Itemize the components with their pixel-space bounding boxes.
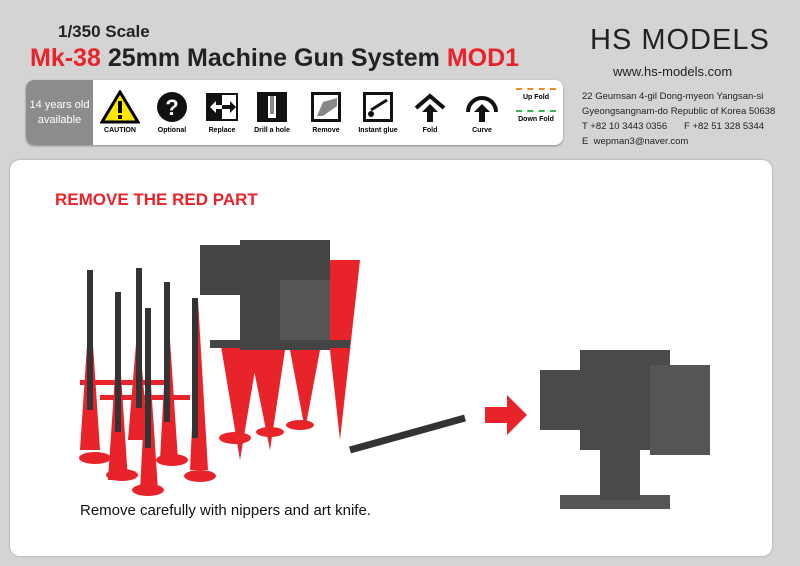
email-label: E [582, 136, 589, 147]
up-fold-label: Up Fold [522, 94, 550, 101]
caution-icon [100, 90, 140, 124]
drill-symbol: Drill a hole [242, 90, 302, 134]
drill-icon [257, 92, 287, 122]
glue-label: Instant glue [358, 127, 398, 134]
sprue-barrels [87, 268, 198, 448]
replace-icon [206, 93, 238, 121]
assembly-illustration [79, 240, 710, 509]
remove-label: Remove [312, 127, 340, 134]
fold-symbol: Fold [400, 90, 460, 134]
fold-label: Fold [422, 127, 438, 134]
optional-label: Optional [157, 127, 187, 134]
curve-label: Curve [472, 127, 492, 134]
curve-icon [466, 96, 498, 122]
address-line-2: Gyeongsangnam-do Republic of Korea 50638 [582, 106, 776, 117]
caution-symbol: CAUTION [90, 90, 150, 134]
step-caption: Remove carefully with nippers and art kn… [80, 502, 371, 519]
fold-icon [414, 93, 446, 122]
glue-symbol: Instant glue [348, 90, 408, 134]
scale-label: 1/350 Scale [58, 22, 150, 41]
knife-icon [311, 92, 341, 122]
fax: F +82 51 328 5344 [684, 121, 765, 132]
down-fold-label: Down Fold [518, 116, 554, 123]
email[interactable]: wepman3@naver.com [593, 136, 689, 147]
step-heading: REMOVE THE RED PART [55, 190, 258, 209]
age-line2: available [37, 113, 82, 126]
product-title: Mk-38 25mm Machine Gun System MOD1 [30, 44, 519, 73]
phone: T +82 10 3443 0356 [582, 121, 668, 132]
remove-symbol: Remove [296, 90, 356, 134]
brand-logo: HS MODELS [590, 24, 770, 56]
title-suffix: MOD1 [446, 44, 520, 72]
curve-symbol: Curve [452, 90, 512, 134]
address-line-1: 22 Geumsan 4-gil Dong-myeon Yangsan-si [582, 91, 764, 102]
email-line: E wepman3@naver.com [582, 136, 688, 147]
title-main: 25mm Machine Gun System [100, 44, 447, 72]
fold-lines-key: Up Fold Down Fold [512, 88, 560, 123]
replace-label: Replace [208, 127, 236, 134]
age-line1: 14 years old [29, 98, 90, 111]
title-prefix: Mk-38 [30, 44, 101, 72]
question-icon: ? [157, 92, 187, 122]
loose-barrel [349, 414, 466, 454]
down-fold-line [516, 110, 556, 112]
glue-icon [363, 92, 393, 122]
drill-label: Drill a hole [254, 127, 290, 134]
up-fold-line [516, 88, 556, 90]
svg-text:?: ? [165, 95, 178, 120]
gun-mount-on-sprue [200, 240, 350, 350]
replace-symbol: Replace [192, 90, 252, 134]
brand-url[interactable]: www.hs-models.com [613, 64, 733, 79]
finished-gun-mount [540, 350, 710, 509]
optional-symbol: ? Optional [142, 90, 202, 134]
caution-label: CAUTION [104, 127, 136, 134]
age-badge: 14 years old available [26, 80, 93, 145]
arrow-icon [485, 395, 527, 435]
